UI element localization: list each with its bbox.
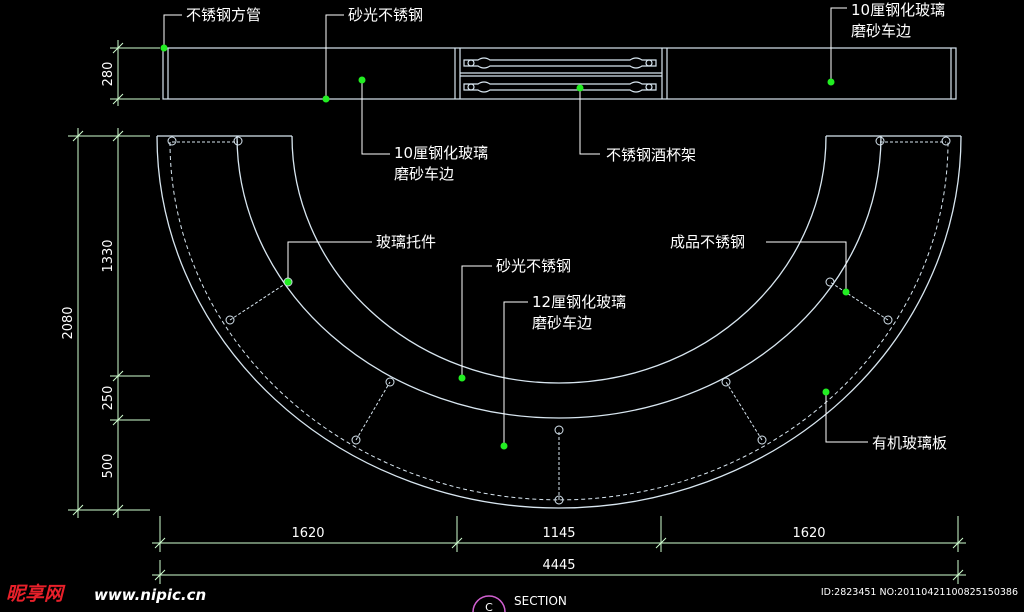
label-glass10-mid-line2: 磨砂车边 [394,165,454,183]
wine-rack-bar-lower [463,81,657,93]
dim-width-left: 1620 [291,526,324,541]
section-circle [472,595,506,612]
watermark-logo: 昵享网 [6,583,66,605]
wine-rack-bar-upper [463,57,657,69]
section-label: SECTION [514,594,567,608]
outer-counter-edge [156,135,962,509]
label-finished-steel: 成品不锈钢 [670,233,745,251]
label-glass-bracket: 玻璃托件 [376,233,436,251]
callout-labels: 不锈钢方管 砂光不锈钢 10厘钢化玻璃 磨砂车边 10厘钢化玻璃 磨砂车边 不锈… [186,1,947,452]
dim-depth-250: 250 [101,386,116,411]
label-acrylic: 有机玻璃板 [872,434,947,452]
dim-total-depth: 2080 [61,306,76,339]
watermark: 昵享网 www.nipic.cn ID:2823451 NO:201104211… [6,583,1018,605]
inner-counter-edge [291,135,827,384]
label-satin-mid: 砂光不锈钢 [496,257,571,275]
label-glass12-line2: 磨砂车边 [532,314,592,332]
callout-dots [160,44,850,450]
watermark-id: ID:2823451 NO:20110421100825150386 [821,587,1018,598]
leader-lines [163,7,868,446]
dimension-lines [68,40,966,584]
section-mark-letter: C [485,601,493,612]
elevation-frame [162,47,957,100]
dim-width-total: 4445 [542,558,575,573]
label-glass10-right-line2: 磨砂车边 [851,22,911,40]
dim-depth-500: 500 [101,454,116,479]
label-glass12-line1: 12厘钢化玻璃 [532,293,626,311]
dim-elevation-height: 280 [101,62,116,87]
section-marker: C SECTION [472,594,567,612]
watermark-site: www.nipic.cn [94,586,206,604]
label-glass10-mid-line1: 10厘钢化玻璃 [394,144,488,162]
label-wine-rack: 不锈钢酒杯架 [606,146,696,164]
dim-width-mid: 1145 [542,526,575,541]
glass-brackets [167,136,951,505]
dim-depth-1330: 1330 [101,239,116,272]
label-square-tube: 不锈钢方管 [186,6,261,24]
dim-width-right: 1620 [792,526,825,541]
plan-view [156,135,962,509]
middle-ring-line [236,135,882,419]
dashed-acrylic-line [169,141,949,501]
label-glass10-right-line1: 10厘钢化玻璃 [851,1,945,19]
dimension-labels: 280 2080 1330 250 500 1620 1145 1620 444… [61,62,826,573]
label-satin-top: 砂光不锈钢 [348,6,423,24]
elevation-view [162,47,957,100]
